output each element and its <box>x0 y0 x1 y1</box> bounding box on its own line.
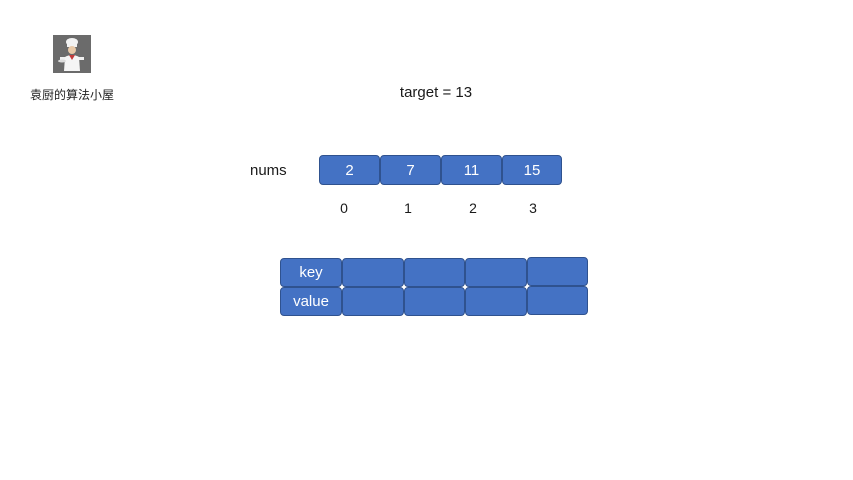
hash-value-cell-3 <box>527 286 588 315</box>
chef-logo-icon <box>53 35 91 73</box>
hash-value-cell-1 <box>404 287 465 316</box>
array-index-1: 1 <box>404 200 412 216</box>
hash-value-cell-2 <box>465 287 527 316</box>
hash-key-header: key <box>280 258 342 287</box>
nums-label: nums <box>250 162 287 179</box>
array-cell-1: 7 <box>380 155 441 185</box>
array-index-3: 3 <box>529 200 537 216</box>
hash-value-cell-0 <box>342 287 404 316</box>
array-cell-0: 2 <box>319 155 380 185</box>
hash-key-cell-0 <box>342 258 404 287</box>
hash-key-cell-3 <box>527 257 588 286</box>
array-index-2: 2 <box>469 200 477 216</box>
array-index-0: 0 <box>340 200 348 216</box>
target-label: target = 13 <box>399 84 473 101</box>
chef-icon <box>53 35 91 73</box>
array-cell-3: 15 <box>502 155 562 185</box>
brand-name: 袁厨的算法小屋 <box>29 88 114 102</box>
hash-key-cell-1 <box>404 258 465 287</box>
hash-value-header: value <box>280 287 342 316</box>
hash-key-cell-2 <box>465 258 527 287</box>
array-cell-2: 11 <box>441 155 502 185</box>
